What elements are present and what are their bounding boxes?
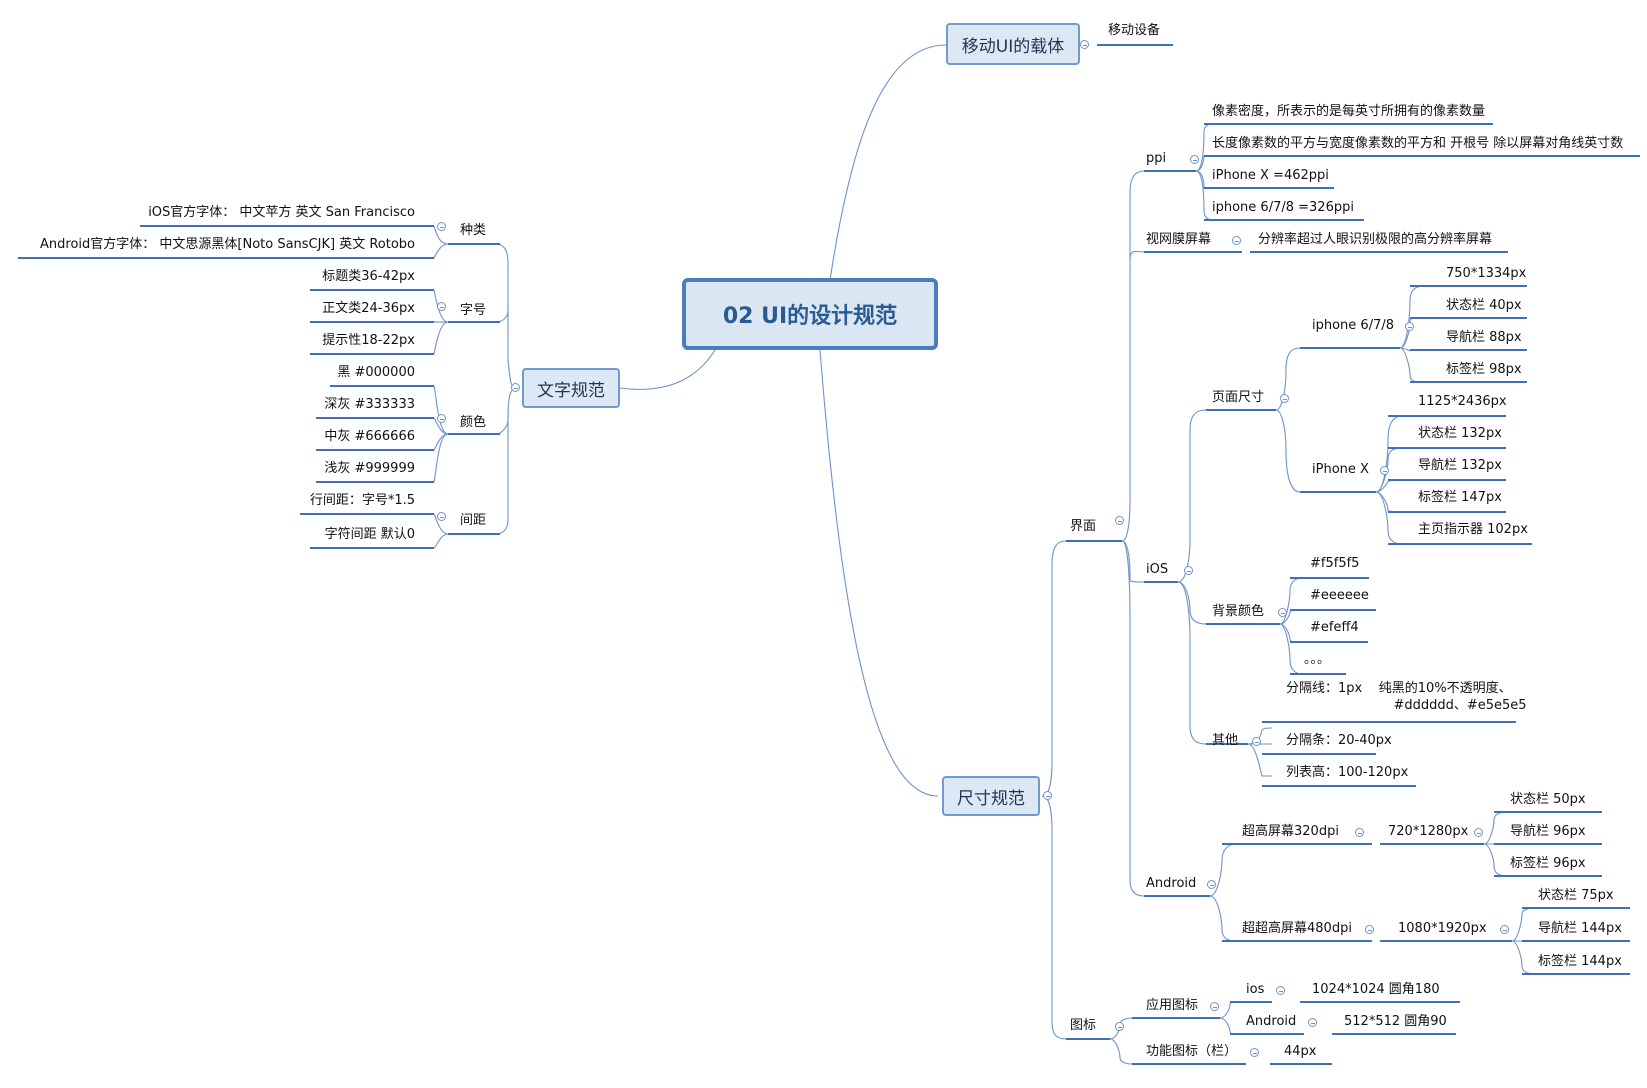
- collapse-toggle-icon[interactable]: [437, 222, 446, 231]
- collapse-toggle-icon[interactable]: [1308, 1018, 1317, 1027]
- collapse-toggle-icon[interactable]: [437, 414, 446, 423]
- connector-lines: [433, 44, 1537, 1065]
- node-retina-desc[interactable]: 分辨率超过人眼识别极限的高分辨率屏幕: [1258, 232, 1493, 247]
- collapse-toggle-icon[interactable]: [1280, 394, 1289, 403]
- branch-carrier[interactable]: 移动UI的载体: [946, 23, 1080, 65]
- node-i678-tab[interactable]: 标签栏 98px: [1446, 362, 1522, 377]
- branch-text-spec[interactable]: 文字规范: [522, 368, 620, 408]
- node-bg-f5[interactable]: #f5f5f5: [1310, 556, 1360, 571]
- node-i678-nav[interactable]: 导航栏 88px: [1446, 330, 1522, 345]
- collapse-toggle-icon[interactable]: [1190, 155, 1199, 164]
- node-ix-tab[interactable]: 标签栏 147px: [1418, 490, 1502, 505]
- collapse-toggle-icon[interactable]: [1276, 986, 1285, 995]
- node-separator-line[interactable]: 分隔线：1px 纯黑的10%不透明度、 #dddddd、#e5e5e5: [1286, 681, 1527, 713]
- node-xhdpi-tab[interactable]: 标签栏 96px: [1510, 856, 1586, 871]
- node-app-icon[interactable]: 应用图标: [1146, 998, 1199, 1013]
- node-android[interactable]: Android: [1146, 876, 1197, 891]
- node-icon[interactable]: 图标: [1070, 1018, 1097, 1033]
- node-interface[interactable]: 界面: [1070, 519, 1097, 534]
- collapse-toggle-icon[interactable]: [1250, 1048, 1259, 1057]
- collapse-toggle-icon[interactable]: [1080, 40, 1089, 49]
- node-ppi-iphonex[interactable]: iPhone X =462ppi: [1212, 168, 1329, 183]
- collapse-toggle-icon[interactable]: [1115, 1022, 1124, 1031]
- node-char-spacing[interactable]: 字符间距 默认0: [324, 527, 415, 542]
- node-iphone678[interactable]: iphone 6/7/8: [1312, 318, 1394, 333]
- node-bg-color[interactable]: 背景颜色: [1212, 604, 1265, 619]
- node-func-icon-value[interactable]: 44px: [1284, 1044, 1317, 1059]
- collapse-toggle-icon[interactable]: [1380, 466, 1389, 475]
- collapse-toggle-icon[interactable]: [1210, 1002, 1219, 1011]
- collapse-toggle-icon[interactable]: [1252, 737, 1261, 746]
- collapse-toggle-icon[interactable]: [1207, 880, 1216, 889]
- node-color-light-gray[interactable]: 浅灰 #999999: [324, 461, 415, 476]
- collapse-toggle-icon[interactable]: [437, 512, 446, 521]
- node-xxhdpi-status[interactable]: 状态栏 75px: [1538, 888, 1614, 903]
- collapse-toggle-icon[interactable]: [511, 383, 520, 392]
- node-bg-more[interactable]: 。。。: [1304, 652, 1331, 667]
- node-android-font[interactable]: Android官方字体： 中文思源黑体[Noto SansCJK] 英文 Rot…: [40, 237, 415, 252]
- collapse-toggle-icon[interactable]: [1405, 322, 1414, 331]
- root-topic[interactable]: 02 UI的设计规范: [682, 278, 938, 350]
- collapse-toggle-icon[interactable]: [1365, 925, 1374, 934]
- node-bg-efeff4[interactable]: #efeff4: [1310, 620, 1359, 635]
- node-retina[interactable]: 视网膜屏幕: [1146, 232, 1212, 247]
- node-font-size[interactable]: 字号: [460, 303, 487, 318]
- node-xhdpi-nav[interactable]: 导航栏 96px: [1510, 824, 1586, 839]
- node-xhdpi[interactable]: 超高屏幕320dpi: [1242, 824, 1339, 839]
- node-size-title[interactable]: 标题类36-42px: [322, 269, 415, 284]
- node-app-icon-ios[interactable]: ios: [1246, 982, 1265, 997]
- node-separator-bar[interactable]: 分隔条：20-40px: [1286, 733, 1392, 748]
- collapse-toggle-icon[interactable]: [1043, 791, 1052, 800]
- node-other[interactable]: 其他: [1212, 733, 1239, 748]
- node-bg-ee[interactable]: #eeeeee: [1310, 588, 1369, 603]
- collapse-toggle-icon[interactable]: [1474, 828, 1483, 837]
- node-mobile-device[interactable]: 移动设备: [1108, 23, 1161, 38]
- underlines: [18, 44, 1640, 1065]
- node-list-height[interactable]: 列表高：100-120px: [1286, 765, 1409, 780]
- node-app-icon-android-value[interactable]: 512*512 圆角90: [1344, 1014, 1447, 1029]
- collapse-toggle-icon[interactable]: [1115, 516, 1124, 525]
- node-ix-status[interactable]: 状态栏 132px: [1418, 426, 1502, 441]
- node-line-spacing[interactable]: 行间距：字号*1.5: [309, 493, 415, 508]
- node-color-mid-gray[interactable]: 中灰 #666666: [324, 429, 415, 444]
- node-xxhdpi-nav[interactable]: 导航栏 144px: [1538, 921, 1622, 936]
- node-font-kind[interactable]: 种类: [460, 223, 487, 238]
- collapse-toggle-icon[interactable]: [1184, 566, 1193, 575]
- node-i678-status[interactable]: 状态栏 40px: [1446, 298, 1522, 313]
- node-app-icon-android[interactable]: Android: [1246, 1014, 1297, 1029]
- node-app-icon-ios-value[interactable]: 1024*1024 圆角180: [1312, 982, 1440, 997]
- node-iphonex[interactable]: iPhone X: [1312, 462, 1369, 477]
- node-text-spacing[interactable]: 间距: [460, 513, 487, 528]
- node-xxhdpi[interactable]: 超超高屏幕480dpi: [1242, 921, 1352, 936]
- node-ppi[interactable]: ppi: [1146, 151, 1167, 166]
- node-ppi-def[interactable]: 像素密度，所表示的是每英寸所拥有的像素数量: [1212, 104, 1486, 119]
- node-ppi-iphone678[interactable]: iphone 6/7/8 =326ppi: [1212, 200, 1354, 215]
- branch-size-spec[interactable]: 尺寸规范: [942, 776, 1040, 816]
- node-i678-res[interactable]: 750*1334px: [1446, 266, 1527, 281]
- node-page-size[interactable]: 页面尺寸: [1212, 390, 1265, 405]
- collapse-toggle-icon[interactable]: [437, 302, 446, 311]
- node-ppi-formula[interactable]: 长度像素数的平方与宽度像素数的平方和 开根号 除以屏幕对角线英寸数: [1212, 136, 1624, 151]
- node-func-icon[interactable]: 功能图标（栏）: [1146, 1044, 1238, 1059]
- node-font-color[interactable]: 颜色: [460, 415, 487, 430]
- node-xxhdpi-tab[interactable]: 标签栏 144px: [1538, 954, 1622, 969]
- node-size-body[interactable]: 正文类24-36px: [322, 301, 415, 316]
- node-ix-home[interactable]: 主页指示器 102px: [1418, 522, 1528, 537]
- collapse-toggle-icon[interactable]: [1278, 608, 1287, 617]
- node-xhdpi-res[interactable]: 720*1280px: [1388, 824, 1469, 839]
- collapse-toggle-icon[interactable]: [1500, 925, 1509, 934]
- collapse-toggle-icon[interactable]: [1355, 828, 1364, 837]
- node-ix-res[interactable]: 1125*2436px: [1418, 394, 1507, 409]
- node-ios-font[interactable]: iOS官方字体： 中文苹方 英文 San Francisco: [148, 205, 415, 220]
- node-color-dark-gray[interactable]: 深灰 #333333: [324, 397, 415, 412]
- node-xhdpi-status[interactable]: 状态栏 50px: [1510, 792, 1586, 807]
- node-ix-nav[interactable]: 导航栏 132px: [1418, 458, 1502, 473]
- node-color-black[interactable]: 黑 #000000: [337, 365, 415, 380]
- node-ios[interactable]: iOS: [1146, 562, 1169, 577]
- node-xxhdpi-res[interactable]: 1080*1920px: [1398, 921, 1487, 936]
- collapse-toggle-icon[interactable]: [1232, 236, 1241, 245]
- node-size-hint[interactable]: 提示性18-22px: [322, 333, 415, 348]
